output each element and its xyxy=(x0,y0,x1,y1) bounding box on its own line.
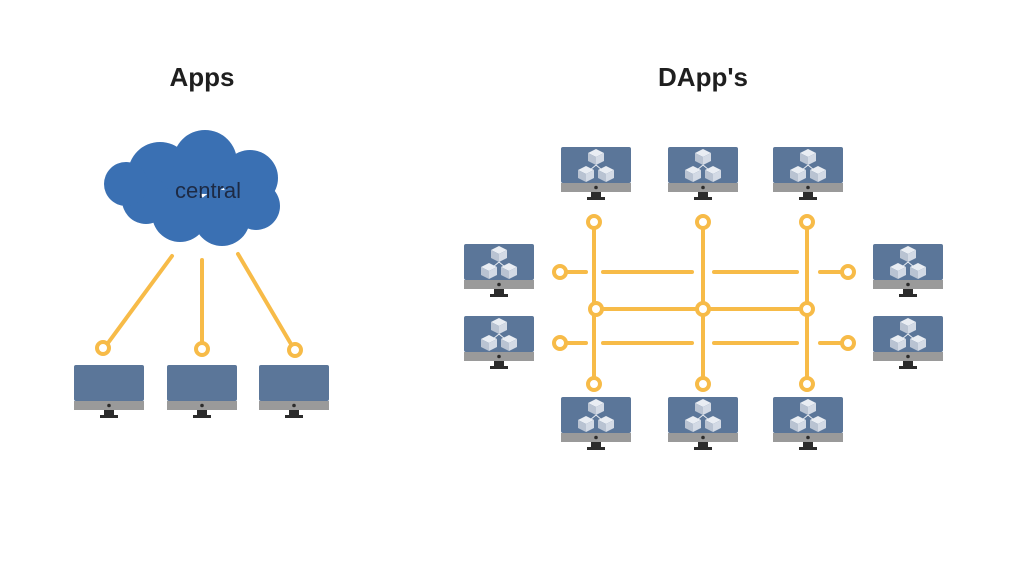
endpoint-ring xyxy=(840,264,856,280)
apps-link-right xyxy=(236,252,293,346)
node-monitor xyxy=(873,316,943,369)
junction-ring xyxy=(588,301,604,317)
client-monitor xyxy=(259,365,329,418)
endpoint-ring xyxy=(552,264,568,280)
client-monitor xyxy=(74,365,144,418)
apps-link-endpoints xyxy=(95,340,303,358)
node-monitor xyxy=(668,147,738,200)
endpoint-ring xyxy=(552,335,568,351)
node-monitor xyxy=(561,397,631,450)
junction-ring xyxy=(695,301,711,317)
node-monitor xyxy=(561,147,631,200)
endpoint-ring xyxy=(586,214,602,230)
dapps-link-endpoints xyxy=(552,214,856,392)
endpoint-ring xyxy=(799,214,815,230)
node-monitor xyxy=(773,147,843,200)
apps-title: Apps xyxy=(169,62,235,92)
endpoint-ring xyxy=(840,335,856,351)
node-monitor xyxy=(464,316,534,369)
endpoint-ring xyxy=(799,376,815,392)
node-monitor xyxy=(464,244,534,297)
endpoint-ring xyxy=(586,376,602,392)
node-monitor xyxy=(668,397,738,450)
endpoint-ring xyxy=(287,342,303,358)
endpoint-ring xyxy=(95,340,111,356)
client-monitor xyxy=(167,365,237,418)
node-monitor xyxy=(873,244,943,297)
endpoint-ring xyxy=(695,376,711,392)
junction-ring xyxy=(799,301,815,317)
cloud-label: central xyxy=(175,178,241,203)
apps-links xyxy=(106,252,293,346)
dapps-title: DApp's xyxy=(658,62,748,92)
central-cloud xyxy=(104,130,280,246)
endpoint-ring xyxy=(194,341,210,357)
endpoint-ring xyxy=(695,214,711,230)
node-monitor xyxy=(773,397,843,450)
apps-link-left xyxy=(106,254,174,345)
